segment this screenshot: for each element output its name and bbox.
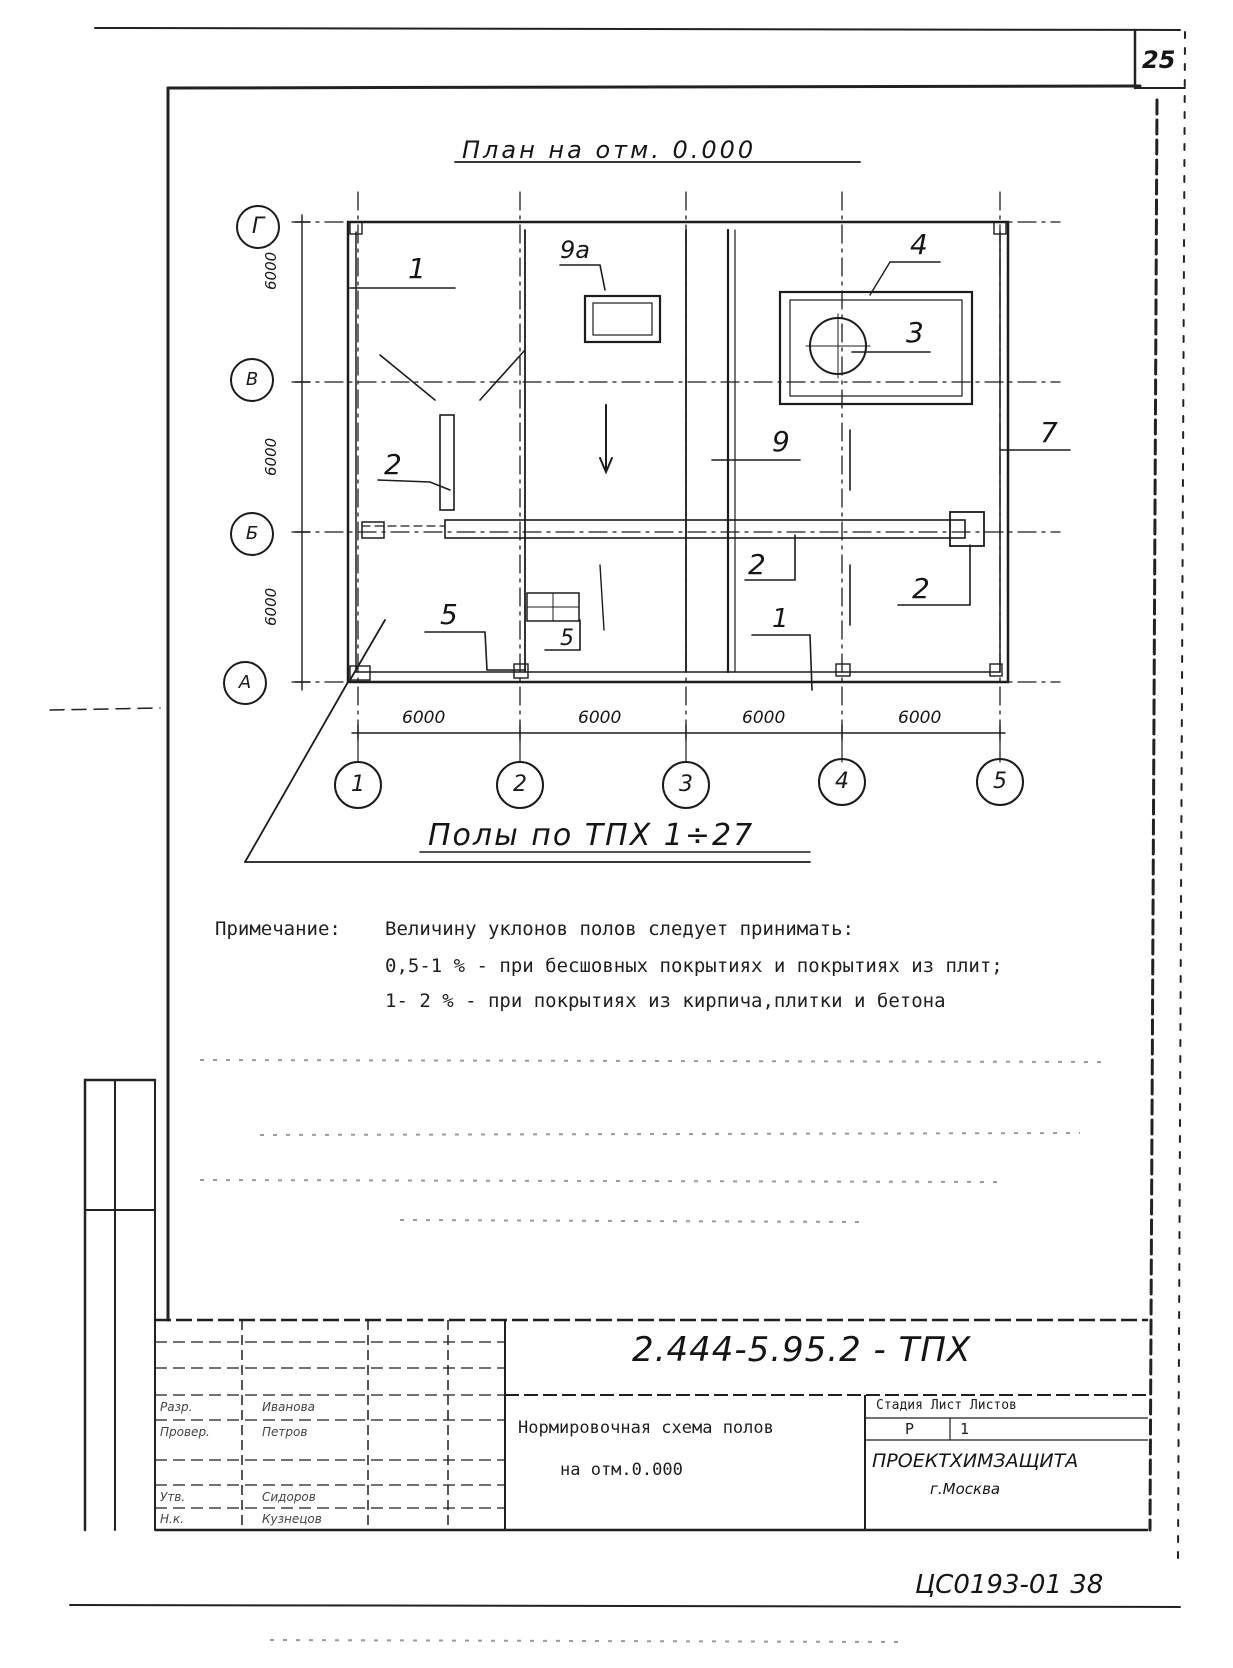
column-dimension-4: 6000 xyxy=(898,708,942,728)
callout-3: 3 xyxy=(906,316,924,349)
row-axis-label-b: Б xyxy=(245,523,259,544)
callout-9a: 9а xyxy=(560,236,590,264)
stage-value: Р xyxy=(905,1420,915,1438)
stage-header: Стадия Лист Листов xyxy=(876,1398,1017,1413)
title-row-name-2: Петров xyxy=(262,1425,308,1439)
notes-line-3: 1- 2 % - при покрытиях из кирпича,плитки… xyxy=(385,990,946,1012)
column-axis-label-1: 1 xyxy=(351,772,365,797)
floors-caption: Полы по ТПХ 1÷27 xyxy=(428,818,755,853)
row-dimension-3: 6000 xyxy=(262,587,280,626)
row-axis-label-v: В xyxy=(245,369,259,390)
column-dimension-1: 6000 xyxy=(402,708,446,728)
notes-label: Примечание: xyxy=(215,918,341,940)
document-designation: 2.444-5.95.2 - ТПХ xyxy=(632,1330,972,1370)
column-axis-label-3: 3 xyxy=(679,772,693,797)
sheet-title-line-2: на отм.0.000 xyxy=(560,1460,683,1480)
title-row-label-3: Утв. xyxy=(160,1490,186,1504)
title-row-name-1: Иванова xyxy=(262,1400,316,1414)
callout-7: 7 xyxy=(1040,416,1058,449)
sheet-title-line-1: Нормировочная схема полов xyxy=(518,1418,774,1438)
callout-2-mid: 2 xyxy=(748,548,766,581)
row-axis-label-g: Г xyxy=(251,214,265,239)
callout-5-left: 5 xyxy=(440,598,458,631)
title-row-label-4: Н.к. xyxy=(160,1512,184,1526)
title-row-label-2: Провер. xyxy=(160,1425,210,1439)
column-axis-label-2: 2 xyxy=(513,772,527,797)
callout-2-left: 2 xyxy=(384,448,402,481)
notes-line-1: Величину уклонов полов следует принимать… xyxy=(385,918,854,940)
column-dimension-2: 6000 xyxy=(578,708,622,728)
sheet-value: 1 xyxy=(960,1420,970,1438)
organization-line-2: г.Москва xyxy=(930,1480,1001,1498)
callout-9: 9 xyxy=(772,425,790,458)
organization-line-1: ПРОЕКТХИМЗАЩИТА xyxy=(872,1450,1079,1472)
title-row-name-4: Кузнецов xyxy=(262,1512,322,1526)
column-axis-label-4: 4 xyxy=(835,769,849,794)
row-dimension-1: 6000 xyxy=(262,251,280,290)
row-axis-label-a: А xyxy=(238,672,252,693)
callout-5-box: 5 xyxy=(560,626,574,651)
row-dimension-2: 6000 xyxy=(262,437,280,476)
page-number: 25 xyxy=(1142,46,1176,74)
column-dimension-3: 6000 xyxy=(742,708,786,728)
notes-line-2: 0,5-1 % - при бесшовных покрытиях и покр… xyxy=(385,955,1003,977)
archive-number: ЦС0193-01 38 xyxy=(915,1570,1104,1600)
callout-1-top: 1 xyxy=(408,252,426,285)
callout-2-right: 2 xyxy=(912,572,930,605)
plan-title: План на отм. 0.000 xyxy=(462,136,757,164)
callout-1-bottom: 1 xyxy=(772,604,789,634)
column-axis-label-5: 5 xyxy=(993,769,1007,794)
callout-4: 4 xyxy=(910,228,928,261)
title-row-label-1: Разр. xyxy=(160,1400,193,1414)
title-row-name-3: Сидоров xyxy=(262,1490,316,1504)
